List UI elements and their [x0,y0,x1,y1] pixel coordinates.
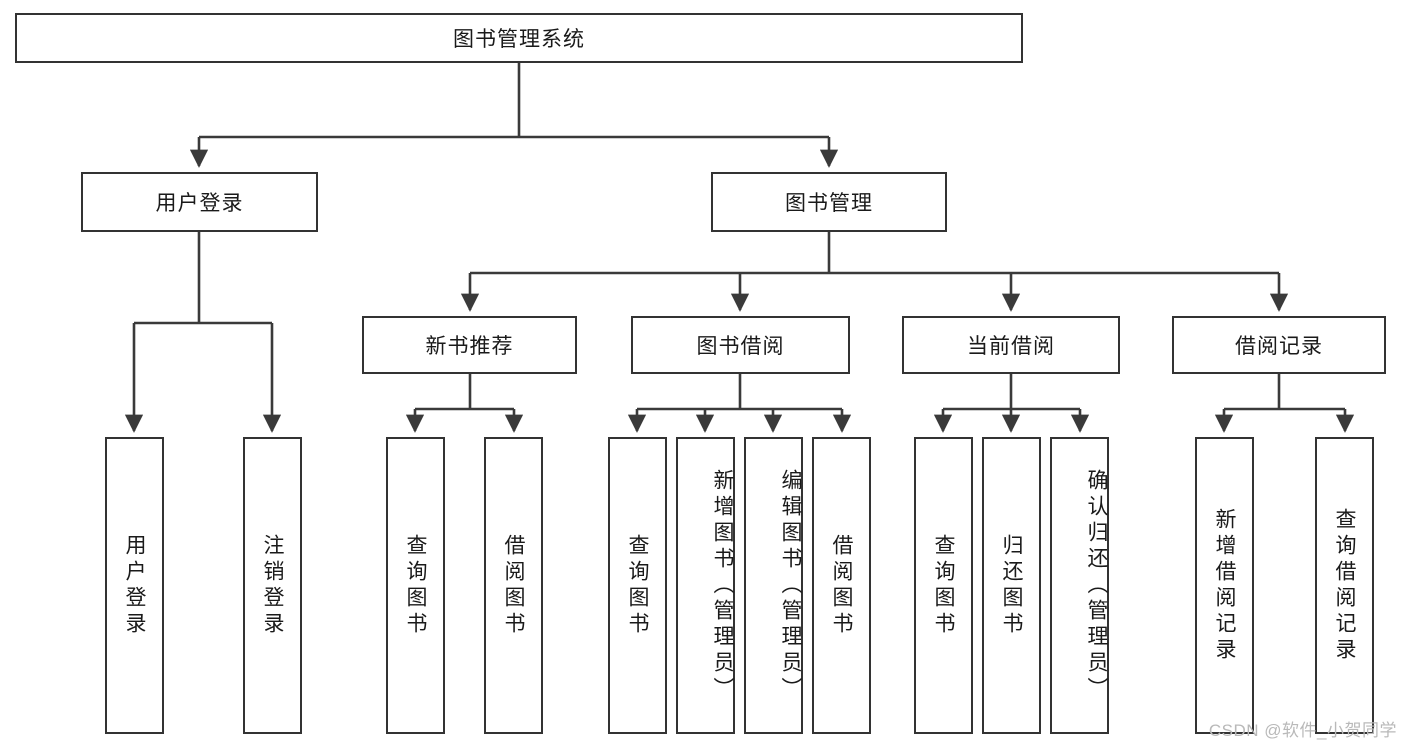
watermark-text: CSDN @软件_小贺同学 [1208,721,1397,740]
node-cb-return-label: 归还图书 [1000,533,1023,638]
node-br-query-label: 查询借阅记录 [1333,507,1356,664]
node-leaf-user-login[interactable]: 用户登录 [105,437,164,734]
node-nbr-borrow-label: 借阅图书 [502,533,525,638]
node-leaf-logout-label: 注销登录 [261,533,284,638]
node-nbr-borrow[interactable]: 借阅图书 [484,437,543,734]
node-root-label: 图书管理系统 [453,28,585,51]
node-user-login[interactable]: 用户登录 [81,172,318,232]
node-book-manage[interactable]: 图书管理 [711,172,947,232]
node-bb-add[interactable]: 新增图书（管理员） [676,437,735,734]
node-nbr-query-label: 查询图书 [404,533,427,638]
node-borrow-record-label: 借阅记录 [1235,335,1323,358]
node-bb-query-label: 查询图书 [626,533,649,638]
node-br-query[interactable]: 查询借阅记录 [1315,437,1374,734]
node-bb-borrow[interactable]: 借阅图书 [812,437,871,734]
node-book-borrow-label: 图书借阅 [696,335,785,358]
node-bb-edit[interactable]: 编辑图书（管理员） [744,437,803,734]
node-cb-confirm[interactable]: 确认归还（管理员） [1050,437,1109,734]
node-bb-edit-label: 编辑图书（管理员） [779,468,802,703]
node-bb-borrow-label: 借阅图书 [830,533,853,638]
node-current-borrow-label: 当前借阅 [967,335,1055,358]
node-br-add[interactable]: 新增借阅记录 [1195,437,1254,734]
node-cb-confirm-label: 确认归还（管理员） [1085,468,1108,703]
node-leaf-logout[interactable]: 注销登录 [243,437,302,734]
node-br-add-label: 新增借阅记录 [1213,507,1236,664]
node-new-book-rec-label: 新书推荐 [425,335,514,358]
node-bb-query[interactable]: 查询图书 [608,437,667,734]
node-new-book-rec[interactable]: 新书推荐 [362,316,577,374]
node-cb-query[interactable]: 查询图书 [914,437,973,734]
node-cb-query-label: 查询图书 [932,533,955,638]
node-current-borrow[interactable]: 当前借阅 [902,316,1120,374]
node-bb-add-label: 新增图书（管理员） [711,468,734,703]
node-user-login-label: 用户登录 [155,192,244,215]
node-book-manage-label: 图书管理 [785,192,873,215]
node-leaf-user-login-label: 用户登录 [123,533,146,638]
node-book-borrow[interactable]: 图书借阅 [631,316,850,374]
node-borrow-record[interactable]: 借阅记录 [1172,316,1386,374]
node-nbr-query[interactable]: 查询图书 [386,437,445,734]
node-cb-return[interactable]: 归还图书 [982,437,1041,734]
node-root[interactable]: 图书管理系统 [15,13,1023,63]
